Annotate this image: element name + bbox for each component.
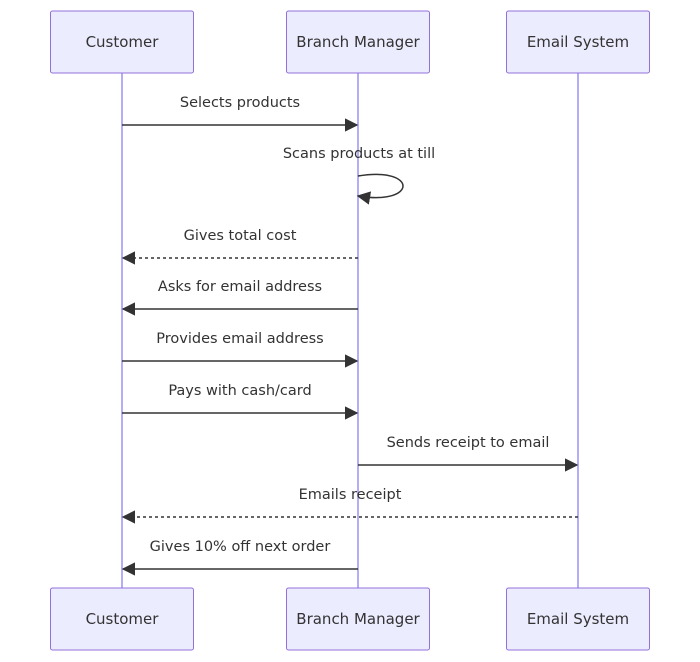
actor-label: Customer <box>86 33 160 51</box>
actor-box <box>286 587 430 651</box>
message-7: Sends receipt to email <box>358 435 579 472</box>
actor-box <box>50 10 194 74</box>
message-1: Selects products <box>122 95 359 132</box>
message-label: Gives total cost <box>184 228 297 244</box>
actor-manager-top: Branch Manager <box>286 10 430 74</box>
message-label: Gives 10% off next order <box>150 539 331 555</box>
actor-email-top: Email System <box>506 10 650 74</box>
actor-label: Email System <box>527 610 629 628</box>
actor-box <box>286 10 430 74</box>
actor-label: Branch Manager <box>296 610 420 628</box>
message-4: Asks for email address <box>121 279 358 316</box>
actor-manager-bottom: Branch Manager <box>286 587 430 651</box>
actors-bottom: Customer Branch Manager Email System <box>50 587 650 651</box>
actor-label: Customer <box>86 610 160 628</box>
message-label: Sends receipt to email <box>387 435 550 451</box>
message-arrow <box>356 173 404 205</box>
lifelines <box>121 73 579 588</box>
message-label: Pays with cash/card <box>168 383 311 399</box>
actor-label: Email System <box>527 33 629 51</box>
message-6: Pays with cash/card <box>122 383 359 420</box>
actor-box <box>50 587 194 651</box>
actor-box <box>506 10 650 74</box>
message-2: Scans products at till <box>283 146 435 205</box>
actor-email-bottom: Email System <box>506 587 650 651</box>
message-label: Scans products at till <box>283 146 435 162</box>
message-8: Emails receipt <box>121 487 578 524</box>
message-label: Provides email address <box>156 331 323 347</box>
message-label: Selects products <box>180 95 300 111</box>
actor-box <box>506 587 650 651</box>
actors-top: Customer Branch Manager Email System <box>50 10 650 74</box>
actor-label: Branch Manager <box>296 33 420 51</box>
actor-customer-top: Customer <box>50 10 194 74</box>
actor-customer-bottom: Customer <box>50 587 194 651</box>
message-9: Gives 10% off next order <box>121 539 358 576</box>
message-3: Gives total cost <box>121 228 358 265</box>
message-label: Emails receipt <box>299 487 402 503</box>
message-5: Provides email address <box>122 331 359 368</box>
message-label: Asks for email address <box>158 279 322 295</box>
